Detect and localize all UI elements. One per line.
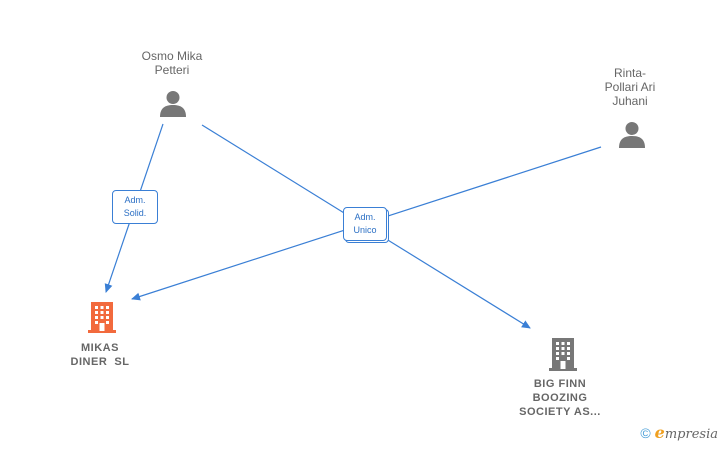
- person-osmo-name-line2: Petteri: [154, 63, 190, 77]
- person-rinta-name-line2: Pollari Ari: [604, 80, 656, 94]
- edge-label-adm-unico-line2: Unico: [353, 225, 377, 235]
- company-mikas-name-line2: DINER SL: [70, 356, 130, 368]
- company-bigfinn-label[interactable]: BIG FINN BOOZING SOCIETY AS...: [505, 377, 615, 419]
- brand-watermark: © empresia: [640, 423, 718, 442]
- person-osmo-name-line1: Osmo Mika: [141, 49, 203, 63]
- person-icon[interactable]: [158, 89, 188, 119]
- building-icon[interactable]: [547, 336, 579, 372]
- person-rinta-name-line1: Rinta-: [613, 66, 646, 80]
- person-osmo-label[interactable]: Osmo Mika Petteri: [122, 49, 222, 77]
- company-mikas-name-line1: MIKAS: [81, 342, 119, 354]
- edge-label-adm-unico[interactable]: Adm. Unico: [343, 207, 387, 241]
- brand-name: mpresia: [664, 427, 718, 442]
- person-rinta-name-line3: Juhani: [612, 94, 648, 108]
- brand-e: e: [654, 423, 665, 442]
- copyright-icon: ©: [640, 424, 651, 441]
- company-bigfinn-name-line1: BIG FINN: [533, 378, 587, 390]
- person-icon[interactable]: [617, 120, 647, 150]
- company-bigfinn-name-line3: SOCIETY AS...: [519, 406, 601, 418]
- company-mikas-label[interactable]: MIKAS DINER SL: [50, 341, 150, 369]
- edge-label-adm-solid-line1: Adm.: [124, 195, 146, 205]
- company-bigfinn-name-line2: BOOZING: [532, 392, 588, 404]
- edge-label-adm-solid[interactable]: Adm. Solid.: [112, 190, 158, 224]
- person-rinta-label[interactable]: Rinta- Pollari Ari Juhani: [590, 66, 670, 108]
- edge-label-adm-solid-line2: Solid.: [123, 208, 147, 218]
- building-icon[interactable]: [86, 300, 118, 334]
- edge-label-adm-unico-line1: Adm.: [354, 212, 376, 222]
